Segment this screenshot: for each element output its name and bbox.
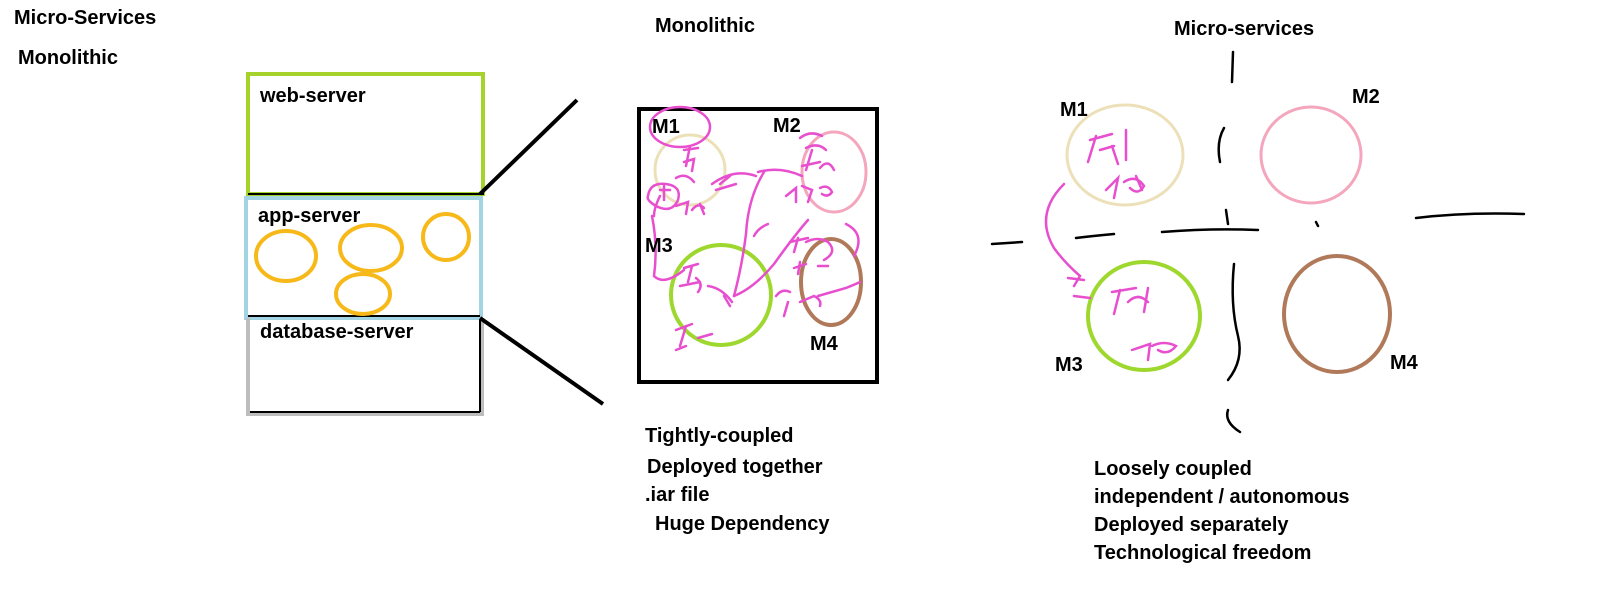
micro-trait: Technological freedom [1094, 542, 1312, 564]
mono-trait: Huge Dependency [655, 513, 830, 535]
micro-trait: Loosely coupled [1094, 458, 1252, 480]
mono-trait: Deployed together [647, 456, 823, 478]
mono-m2-circle [800, 130, 868, 214]
micro-module-scribbles [1044, 128, 1178, 362]
database-server-label: database-server [260, 321, 414, 343]
mono-m1-highlight [648, 105, 712, 149]
database-server-box: database-server [246, 318, 484, 416]
micro-trait: Deployed separately [1094, 514, 1289, 536]
page-subtitle: Monolithic [18, 47, 118, 69]
web-server-label: web-server [260, 85, 366, 107]
mono-dependency-scribbles [646, 132, 862, 352]
zoom-line-bottom [478, 316, 605, 406]
micro-m4-circle [1282, 254, 1392, 374]
micro-m4-label: M4 [1390, 352, 1418, 374]
micro-m1-circle [1065, 103, 1185, 207]
monolith-box [637, 107, 879, 384]
app-module-ellipse [421, 212, 471, 262]
micro-m1-label: M1 [1060, 99, 1088, 121]
zoom-line-top [478, 98, 579, 196]
monolithic-heading: Monolithic [655, 15, 755, 37]
micro-m2-circle [1259, 105, 1363, 205]
app-server-label: app-server [258, 205, 361, 227]
mono-m3-label: M3 [645, 235, 673, 257]
microservices-heading: Micro-services [1174, 18, 1315, 40]
mono-m4-label: M4 [810, 333, 838, 355]
micro-m3-circle [1086, 260, 1202, 372]
mono-m3-circle [669, 243, 773, 347]
app-module-ellipse [334, 272, 392, 316]
mono-m1-label: M1 [652, 116, 680, 138]
service-boundary-strokes [990, 50, 1526, 434]
app-server-box: app-server [244, 196, 483, 320]
app-module-ellipse [338, 223, 404, 273]
micro-m2-label: M2 [1352, 86, 1380, 108]
micro-m3-label: M3 [1055, 354, 1083, 376]
mono-m1-circle [653, 133, 727, 207]
app-module-ellipse [254, 229, 318, 283]
page-title: Micro-Services [14, 7, 157, 29]
mono-trait: .iar file [645, 484, 710, 506]
mono-trait: Tightly-coupled [645, 425, 794, 447]
micro-trait: independent / autonomous [1094, 486, 1350, 508]
mono-m2-label: M2 [773, 115, 801, 137]
